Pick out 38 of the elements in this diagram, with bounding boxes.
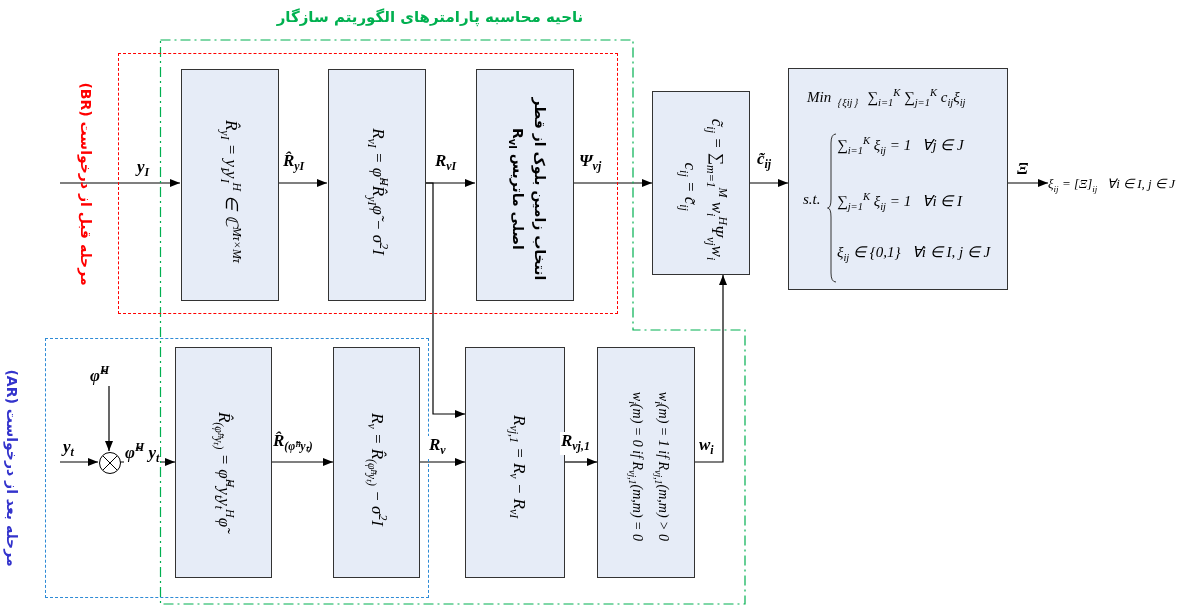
formula-text: ∑$_{i=1}$$^{K}$ ξ$_{ij}$ = 1 ∀j ∈ J [837,135,964,156]
arrow [105,385,113,452]
optimization-box [788,68,1008,290]
edge-label: R$_{v}$ [428,436,447,460]
arrow [572,179,653,187]
formula-text: s.t. [803,191,821,208]
process-box [328,69,426,301]
edge-label: c̃$_{ij}$ [756,150,773,174]
arrow [59,458,99,466]
region-title: ناحیه محاسبه پارامترهای الگوریتم سازگار [275,8,585,26]
process-box [181,69,279,301]
formula-text: ξ$_{ij}$ ∈ {0,1} ∀i ∈ I, j ∈ J [837,243,991,263]
edge-label: Ψ$_{vj}$ [578,152,603,176]
input-label: φ̃$^{H}$ [89,361,129,387]
arrow [271,458,334,466]
region-title: مرحله بعد از درخواست (AR) [2,368,21,569]
arrow [277,179,328,187]
formula-text: ξ$_{ij}$ = [Ξ]$_{ij}$ ∀i ∈ I, j ∈ J [1048,174,1196,194]
process-box [597,347,695,578]
arrow [419,458,466,466]
arrow [59,179,181,187]
region-title: مرحله قبل از درخواست (BR) [76,80,94,288]
edge-label: R̂$_{yI}$ [282,152,306,176]
arrow [564,458,598,466]
process-box [652,91,750,275]
arrow [749,179,789,187]
formula-text: ∑$_{j=1}$$^{K}$ ξ$_{ij}$ = 1 ∀i ∈ I [837,191,963,212]
arrow [694,274,727,463]
arrow [424,182,466,418]
edge-label: R$_{vj,1}$ [560,432,591,456]
arrow [1007,179,1049,187]
multiplier-symbol [99,452,121,474]
dashed-region [118,53,618,314]
process-box [175,347,272,578]
process-box [476,69,574,301]
process-box [333,347,420,578]
formula-text: Min$_{｛ξij｝}$ ∑$_{i=1}$$^{K}$ ∑$_{j=1}$$^{K}$ c$_{ij}$ξ$_{ij}$ [807,87,966,110]
edge-label: R̂$_{(φ̃ᴴyₜ)}$ [272,432,314,456]
